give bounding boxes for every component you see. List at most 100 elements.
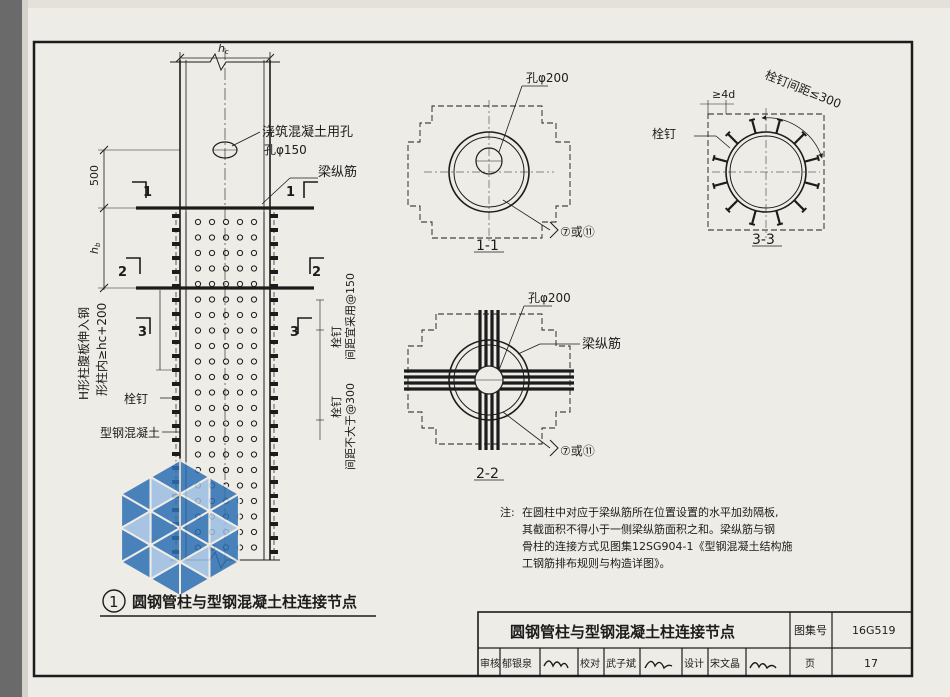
stud-head <box>776 118 784 122</box>
rebar-dot <box>208 280 216 288</box>
stud-mark <box>270 326 278 330</box>
watermark-triangle <box>177 543 211 581</box>
rebar-dot <box>250 358 258 365</box>
pour-hole-label: 浇筑混凝土用孔 <box>262 124 353 140</box>
rebar-dot <box>236 265 244 272</box>
sec11-ref: ⑦或⑪ <box>560 225 595 239</box>
stud-mark <box>172 214 180 218</box>
page-label: 页 <box>805 658 815 670</box>
stud-head <box>816 182 820 190</box>
stud-mark <box>270 550 278 554</box>
rebar-dot <box>194 218 202 226</box>
stud-top-label: 栓钉 <box>329 326 343 348</box>
sec33-spacing: 栓钉间距≤300 <box>763 67 844 111</box>
rebar-dot <box>194 249 202 257</box>
rebar-dot <box>236 420 244 427</box>
cut-1-right: 1 <box>286 185 295 200</box>
stud-mark <box>270 228 278 232</box>
stud-mark <box>270 508 278 512</box>
rebar-dot <box>250 389 258 396</box>
stud-head <box>776 222 784 226</box>
rebar-dot <box>194 389 202 396</box>
detail-number: 1 <box>109 593 119 611</box>
rebar-dot <box>222 249 230 257</box>
detail-number-circle <box>102 589 126 613</box>
note-line: 骨柱的连接方式见图集12SG904-1《型钢混凝土结构施 <box>522 539 792 553</box>
note-line: 在圆柱中对应于梁纵筋所在位置设置的水平加劲隔板, <box>522 505 779 519</box>
stud-mark <box>270 438 278 442</box>
rebar-dot <box>194 420 202 427</box>
note-line: 工钢筋排布规则与构造详图》。 <box>522 556 671 570</box>
rebar-dot <box>194 373 202 381</box>
binding-edge <box>22 0 28 697</box>
stud-head <box>712 182 716 190</box>
rebar-dot <box>222 327 230 334</box>
section-3-3 <box>694 100 825 247</box>
rebar-dot <box>250 311 258 319</box>
rebar-dot <box>250 451 258 458</box>
rebar-dot <box>222 296 230 303</box>
section-2-2-beam-bars <box>404 310 574 450</box>
radial-stud <box>804 181 819 188</box>
sec33-title: 3-3 <box>752 232 775 248</box>
stud-mark <box>172 284 180 288</box>
stud-mark <box>270 522 278 526</box>
section-1-1 <box>407 85 571 253</box>
radial-stud <box>713 156 728 163</box>
rebar-dot <box>222 451 230 458</box>
rebar-dot <box>236 218 244 226</box>
stud-bot-label: 栓钉 <box>329 396 343 418</box>
rebar-dot <box>208 466 216 474</box>
stud-head <box>724 130 731 137</box>
stud-mark <box>270 480 278 484</box>
watermark-triangle <box>177 475 211 513</box>
rebar-dot <box>236 249 244 257</box>
page-number: 17 <box>864 657 878 670</box>
sec22-title: 2-2 <box>476 466 499 482</box>
stud-mark <box>270 452 278 456</box>
sec33-4d: ≥4d <box>712 88 735 101</box>
stud-mark <box>172 326 180 330</box>
cut-1-left: 1 <box>143 185 152 200</box>
stud-mark <box>270 256 278 260</box>
radial-stud <box>775 210 782 225</box>
rebar-dot <box>194 358 202 365</box>
review-name: 郁银泉 <box>502 657 532 670</box>
rebar-dot <box>194 451 202 458</box>
detail-caption: 圆钢管柱与型钢混凝土柱连接节点 <box>132 593 357 611</box>
radial-stud <box>793 133 805 145</box>
stud-head <box>748 222 756 226</box>
rebar-dot <box>194 404 202 412</box>
section-3-3-studs <box>712 118 820 226</box>
rebar-dot <box>208 327 216 334</box>
stud-mark <box>270 242 278 246</box>
web-extend-label-2: 形柱内≥hc+200 <box>94 303 109 396</box>
stud-mark <box>270 340 278 344</box>
rebar-dot <box>222 435 230 443</box>
cut-3-right: 3 <box>290 325 299 340</box>
design-label: 设计 <box>684 657 704 670</box>
rebar-dot <box>222 404 230 412</box>
stud-mark <box>172 312 180 316</box>
rebar-dot <box>222 358 230 365</box>
rebar-dot <box>208 218 216 226</box>
rebar-dot <box>222 420 230 427</box>
stud-mark <box>270 354 278 358</box>
stud-mark <box>172 242 180 246</box>
rebar-dot <box>236 389 244 396</box>
rebar-dot <box>250 482 258 489</box>
stud-mark <box>270 312 278 316</box>
stud-head <box>801 207 808 214</box>
stud-head <box>724 207 731 214</box>
stud-mark <box>270 396 278 400</box>
rebar-dot <box>208 296 216 303</box>
rebar-dot <box>250 249 258 257</box>
stud-mark <box>172 438 180 442</box>
cut-2-right: 2 <box>312 265 321 280</box>
rebar-dot <box>222 234 230 241</box>
rebar-dot <box>250 497 258 505</box>
rebar-dot <box>208 404 216 412</box>
rebar-dot <box>194 311 202 319</box>
dim-hc-label: hc <box>218 42 229 56</box>
